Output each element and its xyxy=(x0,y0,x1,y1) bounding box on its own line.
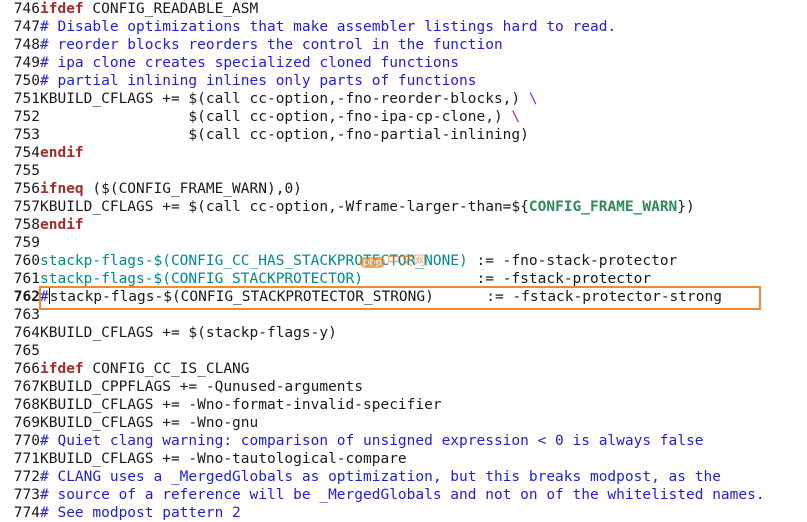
line-number: 772 xyxy=(13,469,40,485)
current-code-line[interactable]: 762#stackp-flags-$(CONFIG_STACKPROTECTOR… xyxy=(0,288,807,306)
line-number: 762 xyxy=(13,289,40,305)
code-text: := -fno-stack-protector xyxy=(467,253,678,269)
code-line[interactable]: 758endif xyxy=(0,216,807,234)
keyword: ifneq xyxy=(40,181,84,197)
code-line[interactable]: 761stackp-flags-$(CONFIG_STACKPROTECTOR)… xyxy=(0,270,807,288)
line-number: 750 xyxy=(13,73,40,89)
line-number: 768 xyxy=(13,397,40,413)
code-text: KBUILD_CFLAGS += $(stackp-flags-y) xyxy=(40,325,337,341)
comment: # source of a reference will be _MergedG… xyxy=(40,487,765,503)
keyword: ifdef xyxy=(40,1,84,17)
line-number: 756 xyxy=(13,181,40,197)
line-number: 764 xyxy=(13,325,40,341)
code-text: := -fstack-protector xyxy=(363,271,652,287)
line-number: 765 xyxy=(13,343,40,359)
keyword: endif xyxy=(40,217,84,233)
code-text: $(call cc-option,-fno-partial-inlining) xyxy=(40,127,529,143)
line-continuation: \ xyxy=(528,91,538,107)
line-number: 746 xyxy=(13,1,40,17)
code-line[interactable]: 765 xyxy=(0,342,807,360)
code-line[interactable]: 754endif xyxy=(0,144,807,162)
code-line[interactable]: 755 xyxy=(0,162,807,180)
comment: # CLANG uses a _MergedGlobals as optimiz… xyxy=(40,469,721,485)
watermark-badge: php xyxy=(360,257,386,268)
code-line[interactable]: 750# partial inlining inlines only parts… xyxy=(0,72,807,90)
comment: # See modpost pattern 2 xyxy=(40,505,241,521)
watermark-text: 中文网 xyxy=(387,254,427,269)
line-number: 774 xyxy=(13,505,40,521)
code-text: CONFIG_READABLE_ASM xyxy=(83,1,259,17)
line-number: 754 xyxy=(13,145,40,161)
code-line[interactable]: 746ifdef CONFIG_READABLE_ASM xyxy=(0,0,807,18)
line-number: 766 xyxy=(13,361,40,377)
line-number: 761 xyxy=(13,271,40,287)
make-variable: stackp-flags-$(CONFIG_STACKPROTECTOR) xyxy=(40,271,364,287)
line-number: 757 xyxy=(13,199,40,215)
comment-marker: # xyxy=(40,289,49,305)
code-text: KBUILD_CFLAGS += -Wno-tautological-compa… xyxy=(40,451,407,467)
comment: # partial inlining inlines only parts of… xyxy=(40,73,477,89)
code-line[interactable]: 766ifdef CONFIG_CC_IS_CLANG xyxy=(0,360,807,378)
code-line[interactable]: 752 $(call cc-option,-fno-ipa-cp-clone,)… xyxy=(0,108,807,126)
code-line[interactable]: 774# See modpost pattern 2 xyxy=(0,504,807,522)
line-number: 769 xyxy=(13,415,40,431)
code-line[interactable]: 759 xyxy=(0,234,807,252)
code-line[interactable]: 756ifneq ($(CONFIG_FRAME_WARN),0) xyxy=(0,180,807,198)
line-number: 749 xyxy=(13,55,40,71)
text-cursor xyxy=(48,288,50,304)
line-number: 770 xyxy=(13,433,40,449)
line-number: 759 xyxy=(13,235,40,251)
code-line[interactable]: 771KBUILD_CFLAGS += -Wno-tautological-co… xyxy=(0,450,807,468)
code-text: }) xyxy=(677,199,695,215)
line-number: 767 xyxy=(13,379,40,395)
keyword: ifdef xyxy=(40,361,84,377)
line-number: 753 xyxy=(13,127,40,143)
code-line[interactable]: 772# CLANG uses a _MergedGlobals as opti… xyxy=(0,468,807,486)
line-number: 760 xyxy=(13,253,40,269)
code-text: KBUILD_CFLAGS += $(call cc-option,-Wfram… xyxy=(40,199,529,215)
code-line[interactable]: 753 $(call cc-option,-fno-partial-inlini… xyxy=(0,126,807,144)
line-number: 751 xyxy=(13,91,40,107)
line-number: 771 xyxy=(13,451,40,467)
line-number: 758 xyxy=(13,217,40,233)
comment: # Quiet clang warning: comparison of uns… xyxy=(40,433,704,449)
code-text: stackp-flags-$(CONFIG_STACKPROTECTOR_STR… xyxy=(49,289,722,305)
line-number: 752 xyxy=(13,109,40,125)
code-line[interactable]: 747# Disable optimizations that make ass… xyxy=(0,18,807,36)
code-line[interactable]: 769KBUILD_CFLAGS += -Wno-gnu xyxy=(0,414,807,432)
line-continuation: \ xyxy=(511,109,521,125)
comment: # Disable optimizations that make assemb… xyxy=(40,19,617,35)
code-line[interactable]: 748# reorder blocks reorders the control… xyxy=(0,36,807,54)
code-text: KBUILD_CFLAGS += $(call cc-option,-fno-r… xyxy=(40,91,529,107)
config-variable: CONFIG_FRAME_WARN xyxy=(528,199,678,215)
code-text: ($(CONFIG_FRAME_WARN),0) xyxy=(83,181,302,197)
line-number: 773 xyxy=(13,487,40,503)
keyword: endif xyxy=(40,145,84,161)
comment: # reorder blocks reorders the control in… xyxy=(40,37,503,53)
code-text: $(call cc-option,-fno-ipa-cp-clone,) xyxy=(40,109,512,125)
code-text: CONFIG_CC_IS_CLANG xyxy=(83,361,250,377)
line-number: 748 xyxy=(13,37,40,53)
code-line[interactable]: 768KBUILD_CFLAGS += -Wno-format-invalid-… xyxy=(0,396,807,414)
code-line[interactable]: 773# source of a reference will be _Merg… xyxy=(0,486,807,504)
code-line[interactable]: 751KBUILD_CFLAGS += $(call cc-option,-fn… xyxy=(0,90,807,108)
code-line[interactable]: 757KBUILD_CFLAGS += $(call cc-option,-Wf… xyxy=(0,198,807,216)
code-line[interactable]: 764KBUILD_CFLAGS += $(stackp-flags-y) xyxy=(0,324,807,342)
code-text: KBUILD_CFLAGS += -Wno-format-invalid-spe… xyxy=(40,397,442,413)
line-number: 755 xyxy=(13,163,40,179)
code-line[interactable]: 763 xyxy=(0,306,807,324)
code-text: KBUILD_CFLAGS += -Wno-gnu xyxy=(40,415,259,431)
code-line[interactable]: 770# Quiet clang warning: comparison of … xyxy=(0,432,807,450)
code-line[interactable]: 767KBUILD_CPPFLAGS += -Qunused-arguments xyxy=(0,378,807,396)
code-text: KBUILD_CPPFLAGS += -Qunused-arguments xyxy=(40,379,364,395)
code-line[interactable]: 749# ipa clone creates specialized clone… xyxy=(0,54,807,72)
line-number: 763 xyxy=(13,307,40,323)
line-number: 747 xyxy=(13,19,40,35)
comment: # ipa clone creates specialized cloned f… xyxy=(40,55,460,71)
